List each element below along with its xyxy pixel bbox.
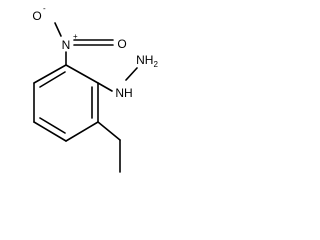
- ring-double-bond-top: [39, 71, 66, 88]
- hydrazine-nh-label: NH: [115, 86, 132, 100]
- oxygen-right-label: O: [117, 37, 126, 51]
- ring-bond-bottom-left: [33, 121, 67, 142]
- nitro-nitrogen-label: N: [62, 38, 71, 52]
- chemical-structure: N + O - O NH NH2: [32, 4, 158, 173]
- ring-bond-bottom-right: [65, 121, 99, 142]
- hydrazine-nh2-subscript: 2: [153, 60, 158, 69]
- oxygen-upper-charge: -: [43, 4, 46, 13]
- hydrazine-nh2-main: NH: [136, 53, 153, 67]
- oxygen-upper-label: O: [32, 9, 41, 23]
- ring-bond-top-right: [33, 64, 67, 84]
- bond-ring-to-hydrazine: [97, 82, 113, 92]
- ring-double-bond-left: [39, 117, 66, 134]
- benzene-ring: [33, 64, 99, 142]
- bond-ring-to-methyl: [97, 121, 121, 141]
- ring-bond-top-left: [65, 64, 99, 84]
- nitro-nitrogen-charge: +: [73, 32, 78, 41]
- hydrazine-nh2-label: NH2: [136, 53, 158, 69]
- bond-nitro-to-oxygen-upper: [54, 22, 62, 37]
- bond-hydrazine-n-n: [125, 67, 138, 81]
